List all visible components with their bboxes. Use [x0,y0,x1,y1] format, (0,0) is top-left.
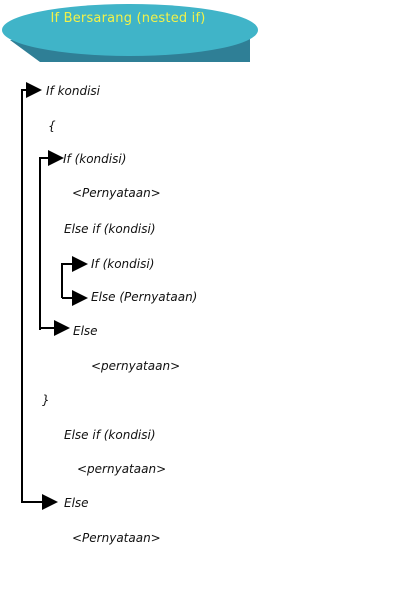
line-close-brace: } [42,393,50,407]
line-pernyataan-4: <Pernyataan> [72,531,161,545]
line-if-kondisi-paren-1: If (kondisi) [63,152,127,166]
line-pernyataan-3: <pernyataan> [77,462,167,476]
inner-bracket-arrow [61,256,88,298]
line-else-2: Else [64,496,89,510]
diagram-title: If Bersarang (nested if) [50,11,206,26]
line-pernyataan-1: <Pernyataan> [72,186,161,200]
line-else-pernyataan: Else (Pernyataan) [91,290,198,304]
banner-shape [2,4,258,56]
line-else-if-kondisi-1: Else if (kondisi) [64,222,156,236]
line-else-if-kondisi-2: Else if (kondisi) [64,428,156,442]
line-open-brace: { [48,119,56,133]
line-pernyataan-2: <pernyataan> [91,359,181,373]
line-if-kondisi: If kondisi [46,84,101,98]
line-if-kondisi-paren-2: If (kondisi) [91,257,155,271]
line-else-1: Else [73,324,98,338]
title-banner [2,4,258,62]
middle-bracket-arrow [39,150,64,330]
